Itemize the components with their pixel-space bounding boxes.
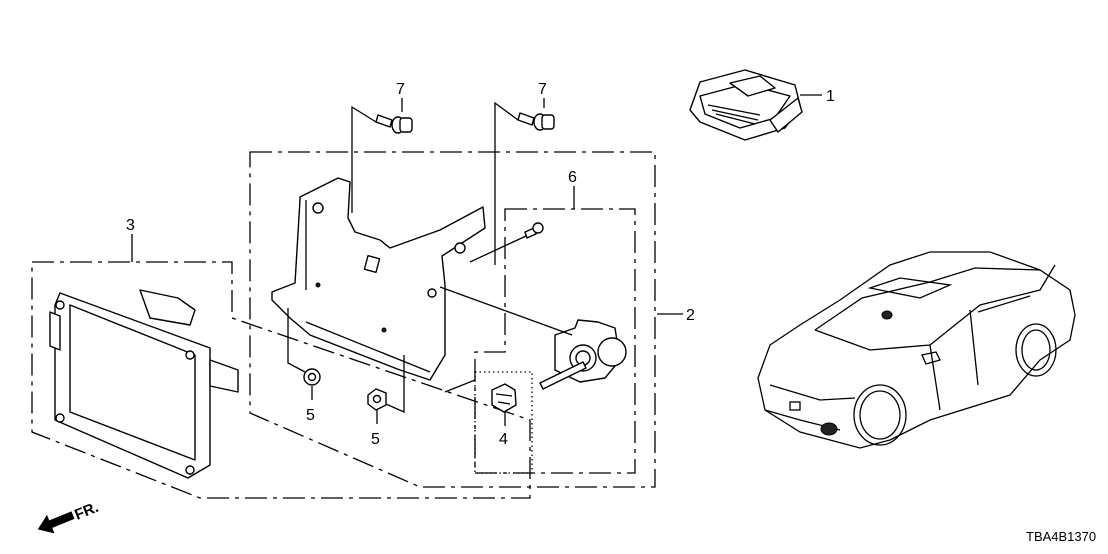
diagram-code: TBA4B1370	[1026, 529, 1096, 544]
callout-6: 6	[568, 169, 577, 186]
callout-5-left: 5	[306, 407, 315, 424]
callout-7-left: 7	[396, 81, 405, 98]
vehicle-illustration	[757, 251, 1076, 449]
bolt-left-leader	[351, 105, 377, 213]
bolt-right-leader	[494, 101, 519, 265]
arrow-left-icon	[37, 511, 75, 534]
nut-right[interactable]	[367, 388, 387, 411]
bolt-left[interactable]	[375, 114, 413, 134]
nut-right-leader	[385, 355, 405, 414]
callout-4: 4	[499, 431, 508, 448]
camera-unit[interactable]	[689, 69, 803, 141]
callout-7-right: 7	[538, 81, 547, 98]
nut-left[interactable]	[303, 368, 321, 386]
clip-leader	[444, 379, 476, 393]
camera-location-marker	[881, 310, 893, 320]
front-direction-marker: FR.	[37, 499, 101, 534]
group-frame-4	[474, 371, 533, 474]
radar-unit[interactable]	[49, 289, 239, 479]
clip[interactable]	[491, 383, 517, 413]
aim-adjuster[interactable]	[539, 319, 627, 390]
adjuster-leader	[439, 286, 573, 336]
bracket[interactable]	[271, 177, 486, 381]
bolt-right[interactable]	[517, 112, 555, 131]
callout-1: 1	[826, 88, 835, 105]
adjuster-screw[interactable]	[524, 222, 544, 239]
screw-leader	[469, 235, 527, 263]
callout-5-right: 5	[371, 431, 380, 448]
group-frame-2	[249, 151, 656, 488]
group-frame-6	[474, 208, 636, 474]
radar-location-marker	[820, 422, 838, 436]
callout-3: 3	[126, 217, 135, 234]
front-label: FR.	[72, 499, 101, 524]
group-frame-3	[31, 261, 531, 499]
callout-2: 2	[686, 307, 695, 324]
nut-left-leader	[287, 308, 306, 373]
